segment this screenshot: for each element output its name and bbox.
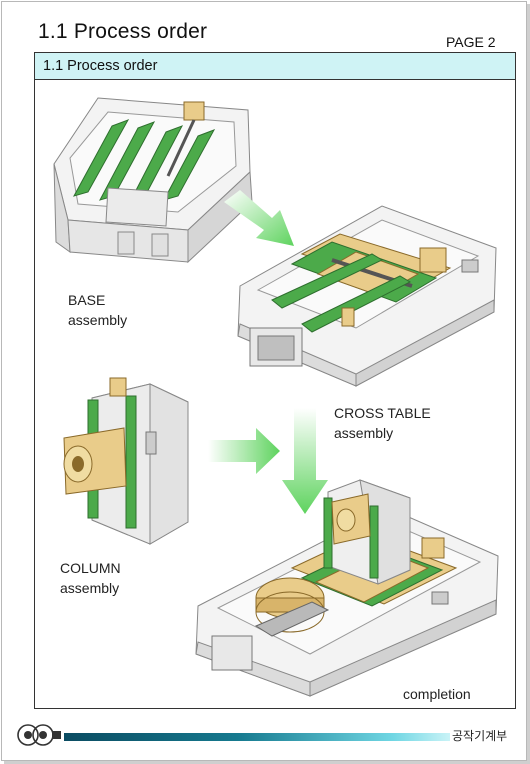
page-number: PAGE 2 [446, 34, 496, 50]
completion-illustration [195, 479, 499, 697]
arrow-icon [282, 408, 328, 514]
section-header: 1.1 Process order [35, 53, 515, 80]
arrow-icon [208, 428, 280, 474]
cross-table-assembly-illustration [237, 205, 497, 387]
footer-bar [64, 733, 450, 741]
page-title: 1.1 Process order [38, 20, 208, 43]
company-logo-icon [17, 724, 61, 746]
completion-label: completion [403, 686, 471, 702]
footer-department: 공작기계부 [452, 729, 508, 743]
content-frame [34, 52, 516, 709]
arrow-icon [224, 190, 294, 246]
section-title: 1.1 Process order [43, 58, 158, 74]
page-shadow [4, 761, 530, 764]
page-shadow [527, 4, 530, 762]
column-assembly-illustration [63, 377, 189, 545]
